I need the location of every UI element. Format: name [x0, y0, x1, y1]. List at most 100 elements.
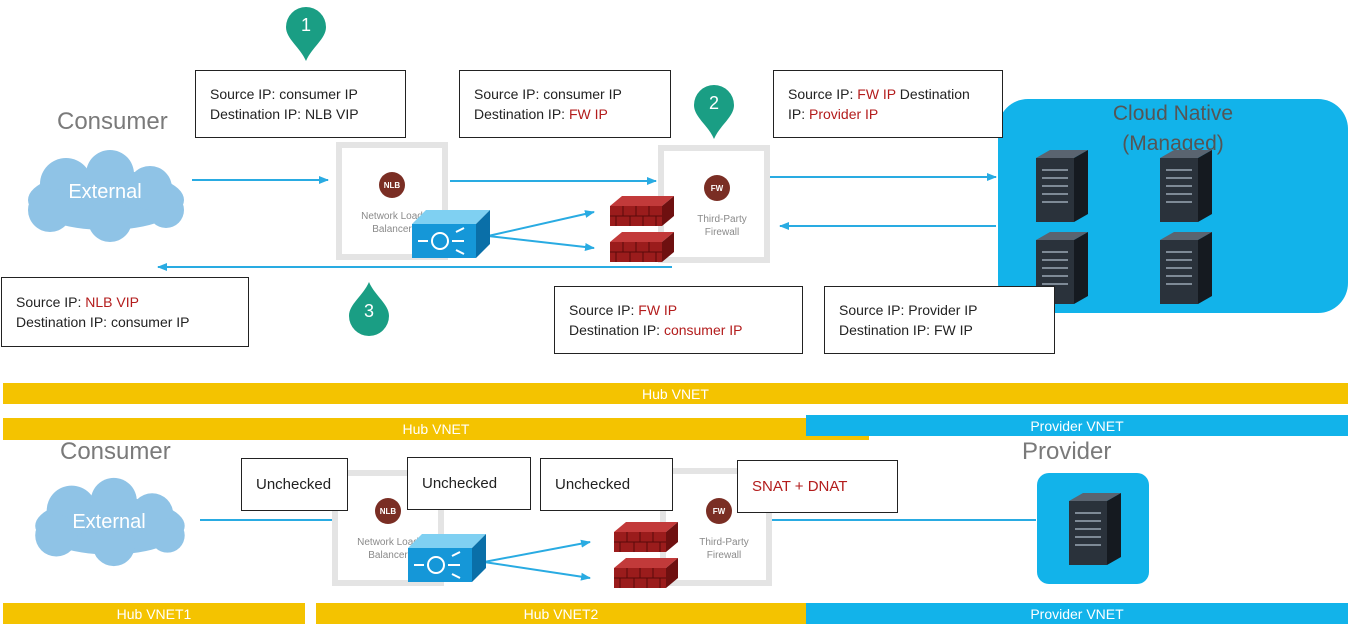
external-label: External: [72, 511, 146, 533]
step-marker-3: 3: [347, 282, 391, 336]
source-value: FW IP: [638, 302, 678, 318]
server-icon: [1036, 150, 1088, 227]
nlb-label-line2: Balancer: [368, 550, 408, 561]
cloud-icon: [28, 150, 184, 242]
fw-label: Third-Party Firewall: [674, 536, 774, 562]
ip-box-provider-to-fw-source: Source IP: Provider IP: [839, 302, 978, 318]
third-party-firewall: FW Third-Party Firewall: [658, 145, 770, 263]
hub-vnet-bar: Hub VNET: [3, 383, 1348, 404]
load-balancer-icon: [412, 210, 490, 258]
nlb-label: Network Load Balancer: [338, 536, 438, 562]
external-label: External: [68, 181, 142, 203]
arrow-nlb-fan-down-bottom: [483, 561, 591, 581]
ip-box-nlb-to-fw-source: Source IP: consumer IP: [474, 86, 622, 102]
arrow-nlb-fan-down: [487, 235, 595, 251]
ip-box-step1-destination: Destination IP: NLB VIP: [210, 106, 359, 122]
ip-box-nlb-to-fw-destination: Destination IP: FW IP: [474, 104, 656, 124]
unchecked-box-2: Unchecked: [407, 457, 531, 510]
ip-box-nlb-to-fw: Source IP: consumer IP Destination IP: F…: [459, 70, 671, 138]
step-marker-1-label: 1: [300, 15, 311, 35]
unchecked-box-3: Unchecked: [540, 458, 673, 511]
fw-label-line1: Third-Party: [699, 537, 749, 548]
cloud-native-title-line1: Cloud Native: [1112, 102, 1234, 125]
provider-vnet-bar-bottom: Provider VNET: [806, 603, 1348, 624]
source-label: Source IP:: [16, 294, 86, 310]
hub-vnet-bar-partial: Hub VNET: [3, 418, 869, 440]
firewall-brick-icon: [610, 232, 674, 262]
ip-box-fw-to-provider-text: Source IP: FW IP Destination IP: Provide…: [788, 84, 988, 124]
snat-dnat-box: SNAT + DNAT: [737, 460, 898, 513]
nlb-badge: NLB: [379, 172, 405, 198]
fw-label: Third-Party Firewall: [672, 213, 772, 239]
ip-box-fw-to-provider: Source IP: FW IP Destination IP: Provide…: [773, 70, 1003, 138]
fw-label-line1: Third-Party: [697, 214, 747, 225]
source-label: Source IP:: [569, 302, 639, 318]
ip-box-return-destination: Destination IP: consumer IP: [16, 314, 190, 330]
ip-box-return-to-consumer: Source IP: NLB VIP Destination IP: consu…: [1, 277, 249, 347]
unchecked-label: Unchecked: [555, 475, 631, 493]
server-icon: [1160, 232, 1212, 309]
source-value: NLB VIP: [85, 294, 139, 310]
arrow-nlb-fan-up: [487, 210, 595, 237]
server-icon: [1036, 232, 1088, 309]
external-cloud: External: [14, 148, 196, 244]
map-pin-icon: [694, 85, 734, 139]
hub-vnet1-bar: Hub VNET1: [3, 603, 305, 624]
fw-label-line2: Firewall: [706, 550, 742, 561]
ip-box-step1: Source IP: consumer IP Destination IP: N…: [195, 70, 406, 138]
unchecked-label: Unchecked: [256, 475, 332, 493]
nlb-label-line1: Network Load: [357, 537, 419, 548]
server-icon: [1069, 493, 1121, 570]
cloud-icon: [35, 477, 185, 567]
hub-vnet2-bar: Hub VNET2: [316, 603, 806, 624]
map-pin-icon: [286, 7, 326, 61]
snat-dnat-label: SNAT + DNAT: [752, 477, 848, 495]
provider-vnet-bar: Provider VNET: [806, 415, 1348, 436]
fw-badge: FW: [704, 175, 730, 201]
destination-value: Provider IP: [809, 106, 879, 122]
unchecked-box-1: Unchecked: [241, 458, 348, 511]
ip-box-return-source: Source IP: NLB VIP: [16, 292, 234, 312]
ip-box-fw-to-nlb-source: Source IP: FW IP: [569, 300, 788, 320]
fw-label-line2: Firewall: [704, 227, 740, 238]
map-pin-icon: [349, 282, 389, 336]
fw-badge: FW: [706, 498, 732, 524]
provider-label: Provider: [1022, 438, 1112, 465]
server-icon: [1160, 150, 1212, 227]
unchecked-label: Unchecked: [422, 474, 498, 492]
destination-value: consumer IP: [663, 322, 743, 338]
network-load-balancer: NLB Network Load Balancer: [336, 142, 448, 260]
load-balancer-icon: [408, 534, 486, 582]
nlb-label-line2: Balancer: [372, 224, 412, 235]
nlb-badge: NLB: [375, 498, 401, 524]
arrow-nlb-fan-up-bottom: [483, 539, 591, 563]
nlb-label: Network Load Balancer: [342, 210, 442, 236]
source-value: FW IP: [857, 86, 896, 102]
ip-box-provider-to-fw: Source IP: Provider IP Destination IP: F…: [824, 286, 1055, 354]
provider-server: [1037, 473, 1149, 584]
consumer-label: Consumer: [57, 108, 168, 135]
external-cloud: External: [18, 476, 200, 568]
destination-label: Destination IP:: [569, 322, 664, 338]
firewall-brick-icon: [614, 558, 678, 588]
cloud-native-title: Cloud Native (Managed): [998, 99, 1348, 159]
firewall-brick-icon: [610, 196, 674, 226]
destination-value: FW IP: [568, 106, 608, 122]
ip-box-step1-source: Source IP: consumer IP: [210, 86, 358, 102]
cloud-native-title-line2: (Managed): [1122, 132, 1224, 155]
destination-label: Destination IP:: [788, 86, 970, 122]
step-marker-1: 1: [284, 7, 328, 61]
step-marker-3-label: 3: [363, 301, 374, 321]
consumer-label: Consumer: [60, 438, 171, 465]
ip-box-fw-to-nlb-destination: Destination IP: consumer IP: [569, 320, 788, 340]
step-marker-2: 2: [692, 85, 736, 139]
nlb-label-line1: Network Load: [361, 211, 423, 222]
firewall-brick-icon: [614, 522, 678, 552]
ip-box-provider-to-fw-destination: Destination IP: FW IP: [839, 322, 973, 338]
ip-box-fw-to-nlb: Source IP: FW IP Destination IP: consume…: [554, 286, 803, 354]
step-marker-2-label: 2: [708, 93, 719, 113]
source-label: Source IP:: [788, 86, 858, 102]
destination-label: Destination IP:: [474, 106, 569, 122]
